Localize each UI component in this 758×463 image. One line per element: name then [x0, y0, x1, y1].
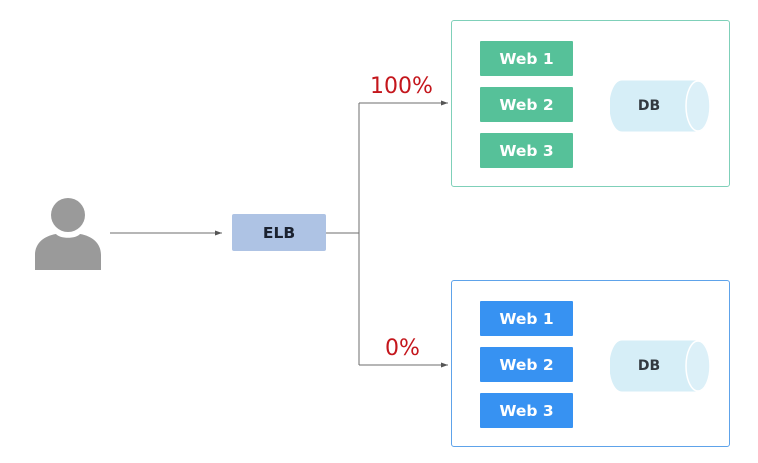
user-silhouette-icon	[30, 194, 106, 274]
elb-label: ELB	[262, 223, 296, 242]
web-server-node: Web 3	[480, 393, 573, 428]
web-server-node: Web 1	[480, 301, 573, 336]
web-server-node: Web 1	[480, 41, 573, 76]
web-server-node: Web 2	[480, 87, 573, 122]
database-cylinder-icon	[610, 340, 711, 392]
blue-environment: Web 1 Web 2 Web 3 DB	[451, 280, 730, 447]
green-environment: Web 1 Web 2 Web 3 DB	[451, 20, 730, 187]
traffic-percent-blue: 0%	[385, 336, 420, 361]
database-label: DB	[637, 98, 661, 114]
database-cylinder-icon	[610, 80, 711, 132]
database-label: DB	[637, 358, 661, 374]
web-server-node: Web 2	[480, 347, 573, 382]
traffic-percent-green: 100%	[370, 74, 433, 99]
elb-node: ELB	[232, 214, 326, 251]
database-node: DB	[610, 80, 712, 132]
database-node: DB	[610, 340, 712, 392]
web-server-node: Web 3	[480, 133, 573, 168]
